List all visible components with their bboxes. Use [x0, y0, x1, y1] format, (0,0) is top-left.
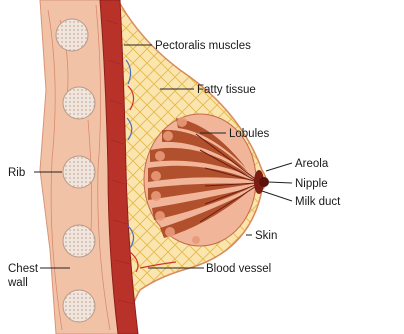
- label-blood-vessel: Blood vessel: [206, 263, 271, 275]
- label-milk-duct: Milk duct: [295, 196, 341, 208]
- label-nipple: Nipple: [295, 178, 328, 190]
- nipple: [259, 177, 269, 187]
- rib-2: [63, 87, 95, 119]
- label-chest-wall-line1: Chest: [8, 263, 39, 275]
- rib-5: [63, 290, 95, 322]
- label-fatty-tissue: Fatty tissue: [197, 84, 256, 96]
- label-pectoralis-muscles: Pectoralis muscles: [155, 40, 251, 52]
- label-rib: Rib: [8, 167, 25, 179]
- label-chest-wall-line2: wall: [7, 277, 28, 289]
- label-areola: Areola: [295, 158, 329, 170]
- rib-4: [63, 225, 95, 257]
- label-skin: Skin: [255, 230, 277, 242]
- label-lobules: Lobules: [229, 128, 270, 140]
- rib-3: [63, 156, 95, 188]
- rib-1: [56, 19, 88, 51]
